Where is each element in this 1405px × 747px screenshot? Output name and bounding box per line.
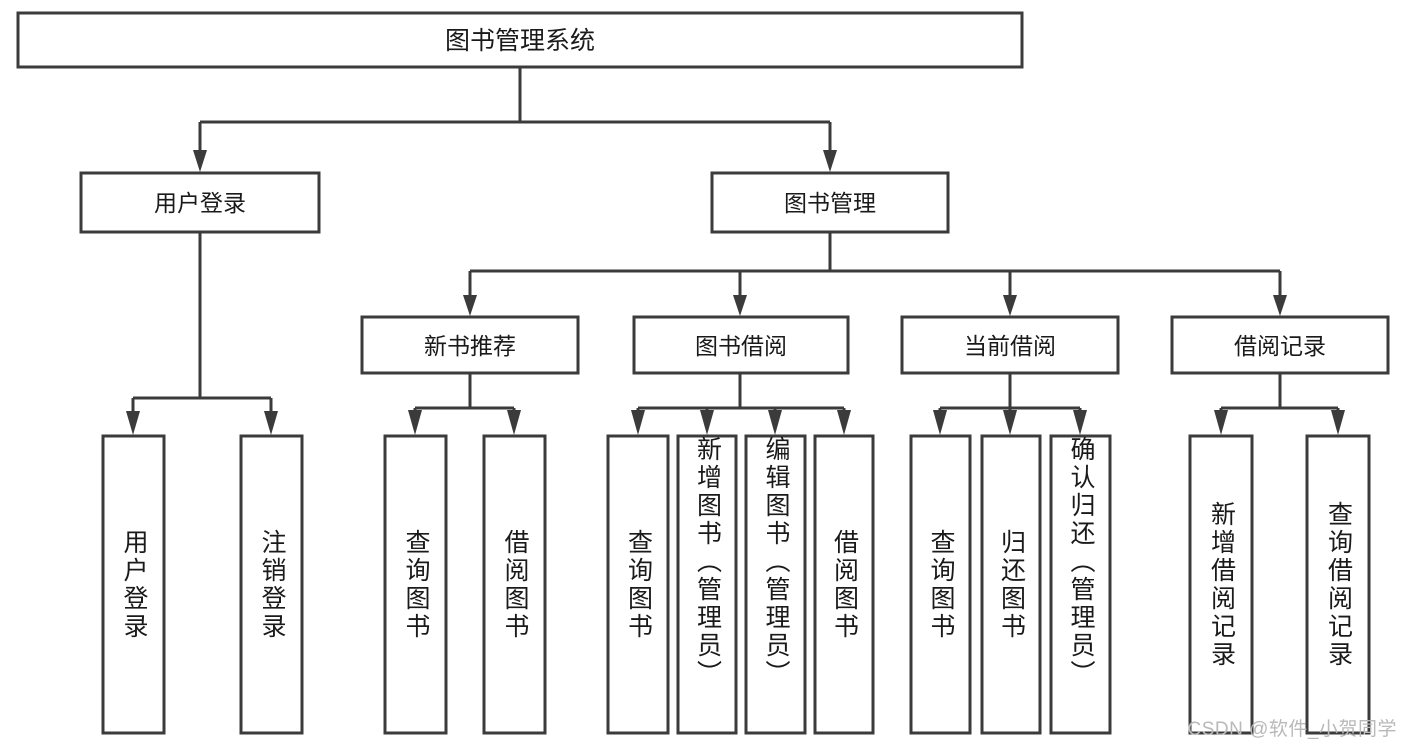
leaf-box-confirm-return-admin[interactable] (1049, 434, 1112, 735)
node-book-management[interactable]: 图书管理 (710, 171, 950, 234)
node-borrow-record[interactable]: 借阅记录 (1170, 315, 1390, 375)
node-book-borrow-label: 图书借阅 (695, 333, 787, 359)
arrowhead-to-leaf-user-login (126, 411, 140, 435)
arrowhead-to-leaf-add-record (1214, 410, 1228, 435)
node-root-system[interactable]: 图书管理系统 (16, 11, 1024, 69)
leaf-box-edit-book-admin[interactable] (744, 434, 807, 735)
node-book-management-box (710, 171, 950, 234)
arrowhead-to-borrow-record (1273, 295, 1287, 316)
arrowhead-to-current-borrow (1003, 295, 1017, 316)
connector-group-userlogin-to-leaves (126, 232, 278, 435)
leaf-box-query-book-rec[interactable] (383, 434, 448, 735)
arrowhead-to-leaf-confirm-return (1073, 410, 1087, 435)
node-new-book-recommend-label: 新书推荐 (424, 333, 516, 359)
connector-group-newbookrec-to-leaves (408, 373, 521, 435)
leaf-box-query-book-borrow[interactable] (606, 434, 670, 735)
arrowhead-to-leaf-logout (264, 411, 278, 435)
node-root-system-label: 图书管理系统 (445, 27, 595, 55)
connector-group-currentborrow-to-leaves (933, 373, 1087, 435)
arrowhead-to-book-mgmt (823, 150, 837, 172)
leaf-box-user-login[interactable] (101, 434, 166, 735)
leaf-box-borrow-book[interactable] (813, 434, 875, 735)
node-borrow-record-label: 借阅记录 (1234, 333, 1326, 359)
leaf-box-add-book-admin[interactable] (676, 434, 738, 735)
node-book-management-label: 图书管理 (784, 190, 876, 216)
node-root-system-box (16, 11, 1024, 69)
arrowhead-to-leaf-borrow-book-2 (837, 410, 851, 435)
node-book-borrow[interactable]: 图书借阅 (632, 315, 850, 375)
node-user-login[interactable]: 用户登录 (79, 171, 321, 234)
leaf-box-borrow-book-rec[interactable] (482, 434, 547, 735)
node-new-book-recommend[interactable]: 新书推荐 (360, 315, 580, 375)
node-current-borrow[interactable]: 当前借阅 (900, 315, 1120, 375)
connector-group-root-to-level2 (193, 67, 837, 172)
arrowhead-to-leaf-borrow-book-1 (507, 410, 521, 435)
node-user-login-box (79, 171, 321, 234)
node-borrow-record-box (1170, 315, 1390, 375)
connector-group-bookmgmt-to-level3 (463, 232, 1287, 316)
connector-group-bookborrow-to-leaves (631, 373, 851, 435)
node-book-borrow-box (632, 315, 850, 375)
arrowhead-to-leaf-edit-book (768, 410, 782, 435)
arrowhead-to-new-book-rec (463, 295, 477, 316)
arrowhead-to-leaf-add-book (700, 410, 714, 435)
node-current-borrow-box (900, 315, 1120, 375)
arrowhead-to-leaf-query-book-2 (631, 410, 645, 435)
arrowhead-to-book-borrow (733, 295, 747, 316)
connector-group-borrowrecord-to-leaves (1214, 373, 1345, 435)
leaf-box-add-borrow-record[interactable] (1188, 434, 1254, 735)
node-new-book-recommend-box (360, 315, 580, 375)
arrowhead-to-leaf-query-book-3 (933, 410, 947, 435)
leaf-box-query-book-current[interactable] (909, 434, 972, 735)
leaf-box-return-book[interactable] (980, 434, 1042, 735)
leaf-box-query-borrow-record[interactable] (1305, 434, 1371, 735)
arrowhead-to-leaf-query-book-1 (408, 410, 422, 435)
leaf-box-logout[interactable] (239, 434, 304, 735)
arrowhead-to-user-login (193, 150, 207, 172)
watermark-text: CSDN @软件_小贺同学 (1187, 719, 1397, 740)
node-current-borrow-label: 当前借阅 (964, 333, 1056, 359)
node-user-login-label: 用户登录 (154, 190, 246, 216)
arrowhead-to-leaf-query-record (1331, 410, 1345, 435)
arrowhead-to-leaf-return-book (1003, 410, 1017, 435)
